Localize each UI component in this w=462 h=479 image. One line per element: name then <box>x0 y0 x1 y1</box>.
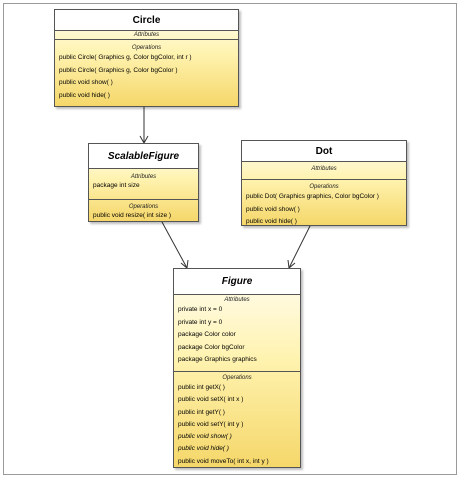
scalablefigure-attribute: package int size <box>93 182 140 189</box>
circle-operation: public void show( ) <box>59 79 113 86</box>
class-box-circle[interactable]: Circle Attributes Operations public Circ… <box>54 9 239 107</box>
dot-attributes-title: Attributes <box>311 166 337 172</box>
figure-operation: public int getY( ) <box>178 408 225 416</box>
class-name-scalablefigure: ScalableFigure <box>89 144 198 169</box>
figure-operation: public int getX( ) <box>178 384 225 391</box>
dot-attributes-section: Attributes <box>242 165 406 180</box>
circle-operation: public Circle( Graphics g, Color bgColor… <box>59 66 178 74</box>
figure-attribute: private int x = 0 <box>178 306 223 313</box>
figure-operations-title: Operations <box>222 375 252 381</box>
class-box-dot[interactable]: Dot Attributes Operations public Dot( Gr… <box>241 140 407 226</box>
figure-attribute: private int y = 0 <box>178 318 223 326</box>
circle-attributes-title: Attributes <box>133 32 160 38</box>
figure-operations-section: Operations public int getX( ) public void… <box>174 374 300 468</box>
figure-attribute: package Color bgColor <box>178 343 245 351</box>
class-box-scalablefigure[interactable]: ScalableFigure Attributes package int si… <box>88 143 199 222</box>
scalablefigure-attributes-title: Attributes <box>130 174 157 180</box>
figure-operation: public void moveTo( int x, int y ) <box>178 457 269 465</box>
figure-operation: public void setY( int y ) <box>178 420 244 428</box>
class-box-figure[interactable]: Figure Attributes private int x = 0 priva… <box>173 268 301 468</box>
circle-operations-section: Operations public Circle( Graphics g, Co… <box>55 44 238 102</box>
circle-operations-title: Operations <box>131 45 162 51</box>
figure-attributes-title: Attributes <box>224 297 250 303</box>
figure-attributes-section: Attributes private int x = 0 private int … <box>174 296 300 372</box>
class-name-circle: Circle <box>55 10 238 31</box>
circle-operation: public void hide( ) <box>59 91 110 99</box>
scalablefigure-operation: public void resize( int size ) <box>93 212 172 219</box>
class-name-figure: Figure <box>174 269 300 295</box>
figure-attribute: package Graphics graphics <box>178 356 257 363</box>
circle-operation: public Circle( Graphics g, Color bgColor… <box>59 54 192 61</box>
figure-attribute: package Color color <box>178 331 236 338</box>
circle-attributes-section: Attributes <box>55 31 238 40</box>
dot-operations-title: Operations <box>309 184 339 190</box>
scalablefigure-attributes-section: Attributes package int size <box>89 173 198 200</box>
figure-operation: public void hide( ) <box>178 445 229 453</box>
scalablefigure-operations-section: Operations public void resize( int size … <box>89 203 198 221</box>
figure-operation: public void setX( int x ) <box>178 396 244 404</box>
class-name-dot: Dot <box>242 141 406 162</box>
dot-operation: public void hide( ) <box>246 218 297 225</box>
dot-operation: public void show( ) <box>246 205 300 213</box>
dot-operations-section: Operations public Dot( Graphics graphics… <box>242 183 406 229</box>
dot-operation: public Dot( Graphics graphics, Color bgC… <box>246 193 379 200</box>
figure-operation: public void show( ) <box>178 433 232 441</box>
scalablefigure-operations-title: Operations <box>128 204 159 210</box>
